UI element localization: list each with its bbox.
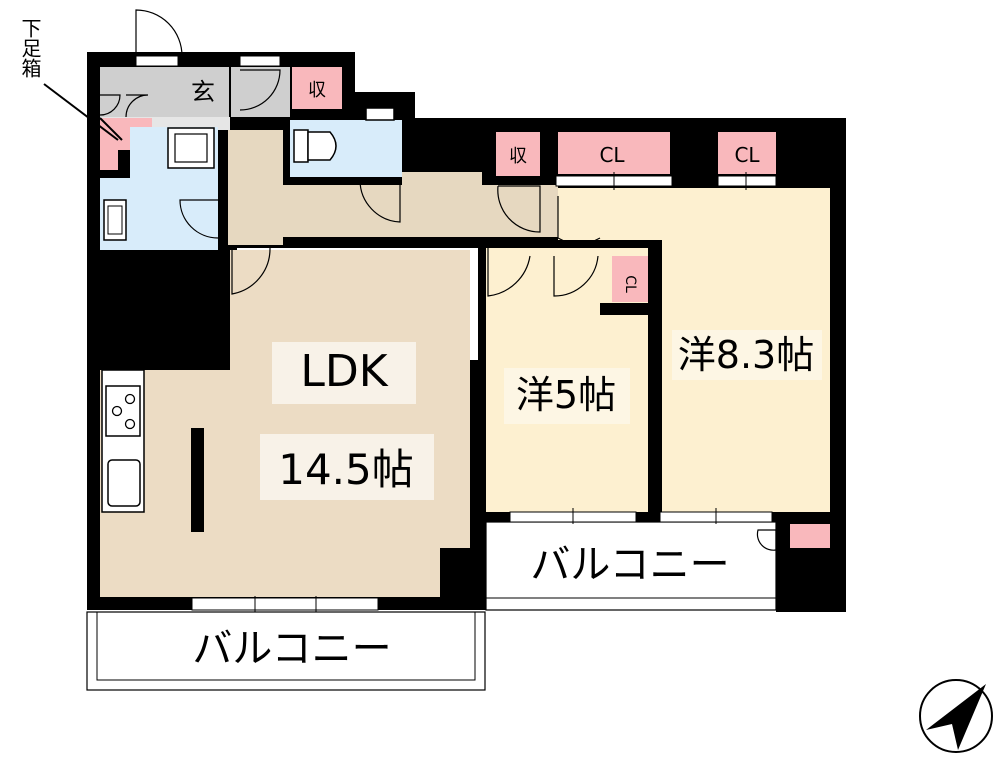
ldk-label: LDK	[300, 346, 388, 397]
closet-a	[558, 132, 670, 174]
north-arrow-icon	[919, 679, 993, 753]
sink-icon	[107, 459, 141, 507]
washing-machine-icon	[167, 127, 215, 169]
entrance-label: 玄	[191, 78, 215, 106]
closet-a-label: CL	[599, 143, 625, 167]
balcony-side	[485, 521, 777, 611]
closet-small-label: CL	[622, 275, 638, 293]
toilet-tank	[365, 107, 395, 121]
kitchen-partition	[191, 428, 204, 532]
closet-b	[718, 132, 776, 174]
room-8-label: 洋8.3帖	[678, 333, 814, 377]
storage-hall-label: 収	[509, 146, 527, 167]
closet-small	[612, 256, 648, 302]
storage-entry	[292, 67, 342, 109]
room-5-label: 洋5帖	[516, 373, 616, 417]
storage-balcony	[790, 524, 830, 548]
windows	[135, 55, 777, 612]
balcony-front	[86, 611, 486, 691]
shoe-box-label: 下足箱	[18, 18, 42, 78]
closet-b-label: CL	[734, 143, 760, 167]
balcony-side-label: バルコニー	[530, 542, 729, 588]
shoe-box-leader	[43, 83, 119, 141]
toilet-icon	[293, 129, 337, 163]
storage-hall	[496, 132, 540, 176]
balcony-front-label: バルコニー	[192, 626, 391, 672]
ldk-size-label: 14.5帖	[278, 445, 414, 494]
washbasin-icon	[103, 199, 127, 241]
stove-icon	[105, 385, 141, 437]
entrance-floor	[100, 67, 290, 117]
door-swings	[99, 9, 777, 551]
storage-entry-label: 収	[308, 80, 326, 101]
